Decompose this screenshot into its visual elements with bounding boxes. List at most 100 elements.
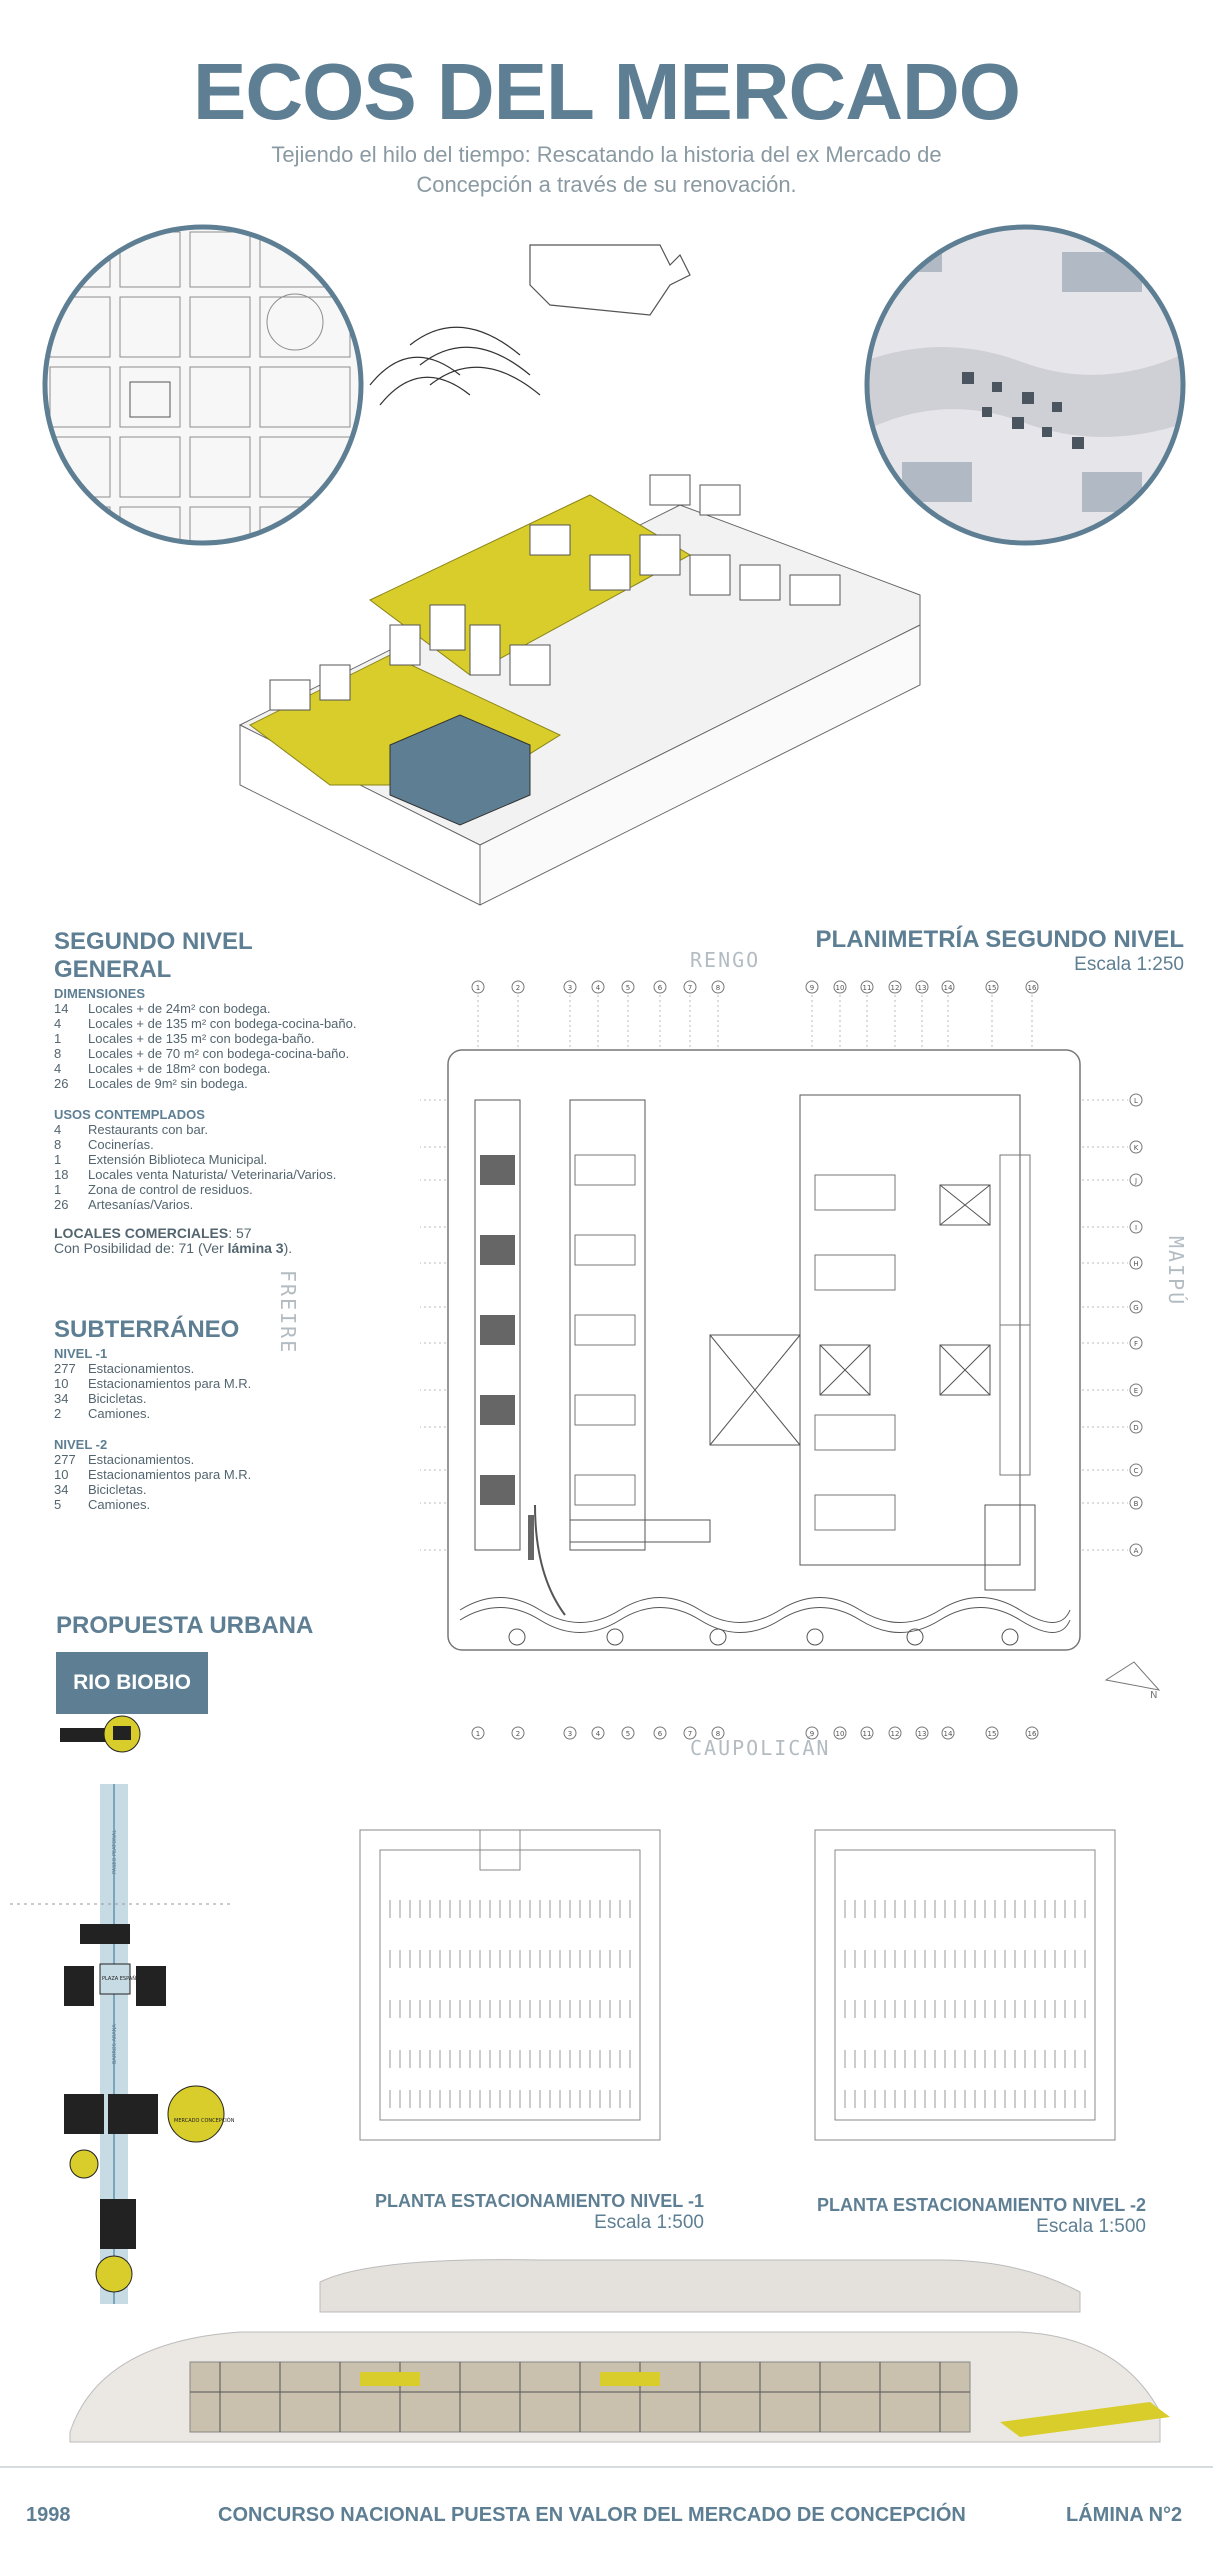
- grid-col-label: 14: [944, 984, 953, 992]
- grid-col-bubble: [563, 1726, 577, 1740]
- grid-col-bubble: [653, 1726, 667, 1740]
- parking-n1-title: PLANTA ESTACIONAMIENTO NIVEL -1: [374, 2191, 704, 2211]
- item-text: Bicicletas.: [88, 1391, 147, 1406]
- street-south: CAUPOLICÁN: [690, 1736, 831, 1760]
- grid-col-bubble: [471, 980, 485, 994]
- item-text: Camiones.: [88, 1406, 151, 1421]
- item-text: Bicicletas.: [88, 1482, 147, 1497]
- list-item: 1 Extensión Biblioteca Municipal.: [54, 1152, 374, 1167]
- grid-col-bubble: [985, 1726, 999, 1740]
- grid-col-bubble: [860, 980, 874, 994]
- grid-row-bubble: [1129, 1496, 1143, 1510]
- street-west: FREIRE: [276, 1270, 300, 1355]
- grid-row-bubble: [1129, 1256, 1143, 1270]
- item-count: 26: [54, 1076, 69, 1091]
- grid-col-bubble: [1025, 1726, 1039, 1740]
- item-text: Estacionamientos.: [88, 1361, 195, 1376]
- grid-row-bubble: [1129, 1463, 1143, 1477]
- grid-col-label: 14: [944, 1730, 953, 1738]
- grid-col-bubble: [591, 1726, 605, 1740]
- item-count: 14: [54, 1001, 69, 1016]
- grid-row-label: I: [1135, 1224, 1137, 1232]
- parking-n2-title: PLANTA ESTACIONAMIENTO NIVEL -2: [816, 2195, 1146, 2215]
- grid-col-bubble: [805, 980, 819, 994]
- item-text: Estacionamientos para M.R.: [88, 1467, 252, 1482]
- item-count: 1: [54, 1182, 62, 1197]
- grid-col-label: 10: [836, 984, 845, 992]
- grid-col-label: 1: [476, 984, 480, 992]
- grid-col-label: 11: [863, 984, 872, 992]
- usos-title: USOS CONTEMPLADOS: [54, 1107, 205, 1122]
- grid-col-label: 7: [688, 984, 692, 992]
- posibilidad-end: ).: [283, 1240, 293, 1256]
- grid-row-bubble: [1129, 1420, 1143, 1434]
- list-item: 1 Zona de control de residuos.: [54, 1182, 374, 1197]
- grid-row-bubble: [1129, 1220, 1143, 1234]
- item-text: Zona de control de residuos.: [88, 1182, 253, 1197]
- grid-col-label: 15: [988, 1730, 997, 1738]
- grid-col-label: 16: [1028, 984, 1037, 992]
- planimetria-heading: PLANIMETRÍA SEGUNDO NIVEL: [815, 926, 1184, 953]
- item-count: 18: [54, 1167, 69, 1182]
- item-count: 277: [54, 1452, 76, 1467]
- grid-col-bubble: [653, 980, 667, 994]
- page-title: ECOS DEL MERCADO: [192, 47, 1021, 136]
- grid-col-label: 11: [863, 1730, 872, 1738]
- grid-col-label: 2: [516, 1730, 520, 1738]
- item-text: Estacionamientos para M.R.: [88, 1376, 252, 1391]
- item-text: Estacionamientos.: [88, 1452, 195, 1467]
- grid-row-bubble: [1129, 1383, 1143, 1397]
- item-count: 5: [54, 1497, 62, 1512]
- locales-comerciales: LOCALES COMERCIALES : 57: [54, 1226, 374, 1241]
- grid-col-bubble: [563, 980, 577, 994]
- item-count: 4: [54, 1122, 62, 1137]
- grid-row-label: F: [1134, 1340, 1138, 1348]
- locales-label: LOCALES COMERCIALES: [54, 1225, 229, 1241]
- list-item: 34 Bicicletas.: [54, 1391, 374, 1406]
- grid-col-label: 6: [658, 1730, 663, 1738]
- grid-col-label: 7: [688, 1730, 692, 1738]
- item-count: 34: [54, 1391, 69, 1406]
- item-text: Cocinerías.: [88, 1137, 154, 1152]
- grid-col-bubble: [621, 1726, 635, 1740]
- rio-biobio-badge: RIO BIOBIO: [56, 1652, 208, 1714]
- axonometric-view: [238, 244, 921, 906]
- aerial-render-circle: [864, 224, 1186, 546]
- grid-col-bubble: [591, 980, 605, 994]
- item-text: Locales + de 70 m² con bodega-cocina-bañ…: [88, 1046, 350, 1061]
- barros-label: BARROS ARANA: [112, 2024, 118, 2064]
- grid-col-bubble: [860, 1726, 874, 1740]
- item-text: Locales + de 24m² con bodega.: [88, 1001, 271, 1016]
- grid-col-label: 13: [918, 984, 927, 992]
- grid-col-bubble: [711, 1726, 725, 1740]
- grid-row-bubble: [1129, 1300, 1143, 1314]
- item-text: Extensión Biblioteca Municipal.: [88, 1152, 268, 1167]
- grid-row-label: B: [1134, 1500, 1139, 1508]
- urban-axis-diagram: PASEO PEATONAL PLAZA ESPAÑA BARROS ARANA…: [10, 1715, 235, 2304]
- grid-col-bubble: [805, 1726, 819, 1740]
- page-subtitle: Tejiendo el hilo del tiempo: Rescatando …: [271, 142, 942, 197]
- grid-col-label: 9: [810, 984, 814, 992]
- footer-year: 1998: [26, 2504, 71, 2526]
- planimetria-scale: Escala 1:250: [1074, 954, 1184, 975]
- item-count: 34: [54, 1482, 69, 1497]
- locales-value: : 57: [228, 1225, 252, 1241]
- parking-plan-n1: [359, 1829, 661, 2141]
- north-arrow-icon: N: [1104, 1661, 1161, 1700]
- grid-col-label: 5: [626, 1730, 630, 1738]
- item-count: 8: [54, 1046, 62, 1061]
- parking-n1-caption: PLANTA ESTACIONAMIENTO NIVEL -1 Escala 1…: [330, 2190, 704, 2234]
- grid-col-label: 1: [476, 1730, 480, 1738]
- item-count: 1: [54, 1152, 62, 1167]
- list-item: 8 Locales + de 70 m² con bodega-cocina-ba…: [54, 1046, 374, 1061]
- grid-row-label: A: [1134, 1547, 1139, 1555]
- footer-bar: 1998 CONCURSO NACIONAL PUESTA EN VALOR D…: [0, 2466, 1213, 2562]
- market-render: [69, 2259, 1170, 2443]
- list-item: 14 Locales + de 24m² con bodega.: [54, 1001, 374, 1016]
